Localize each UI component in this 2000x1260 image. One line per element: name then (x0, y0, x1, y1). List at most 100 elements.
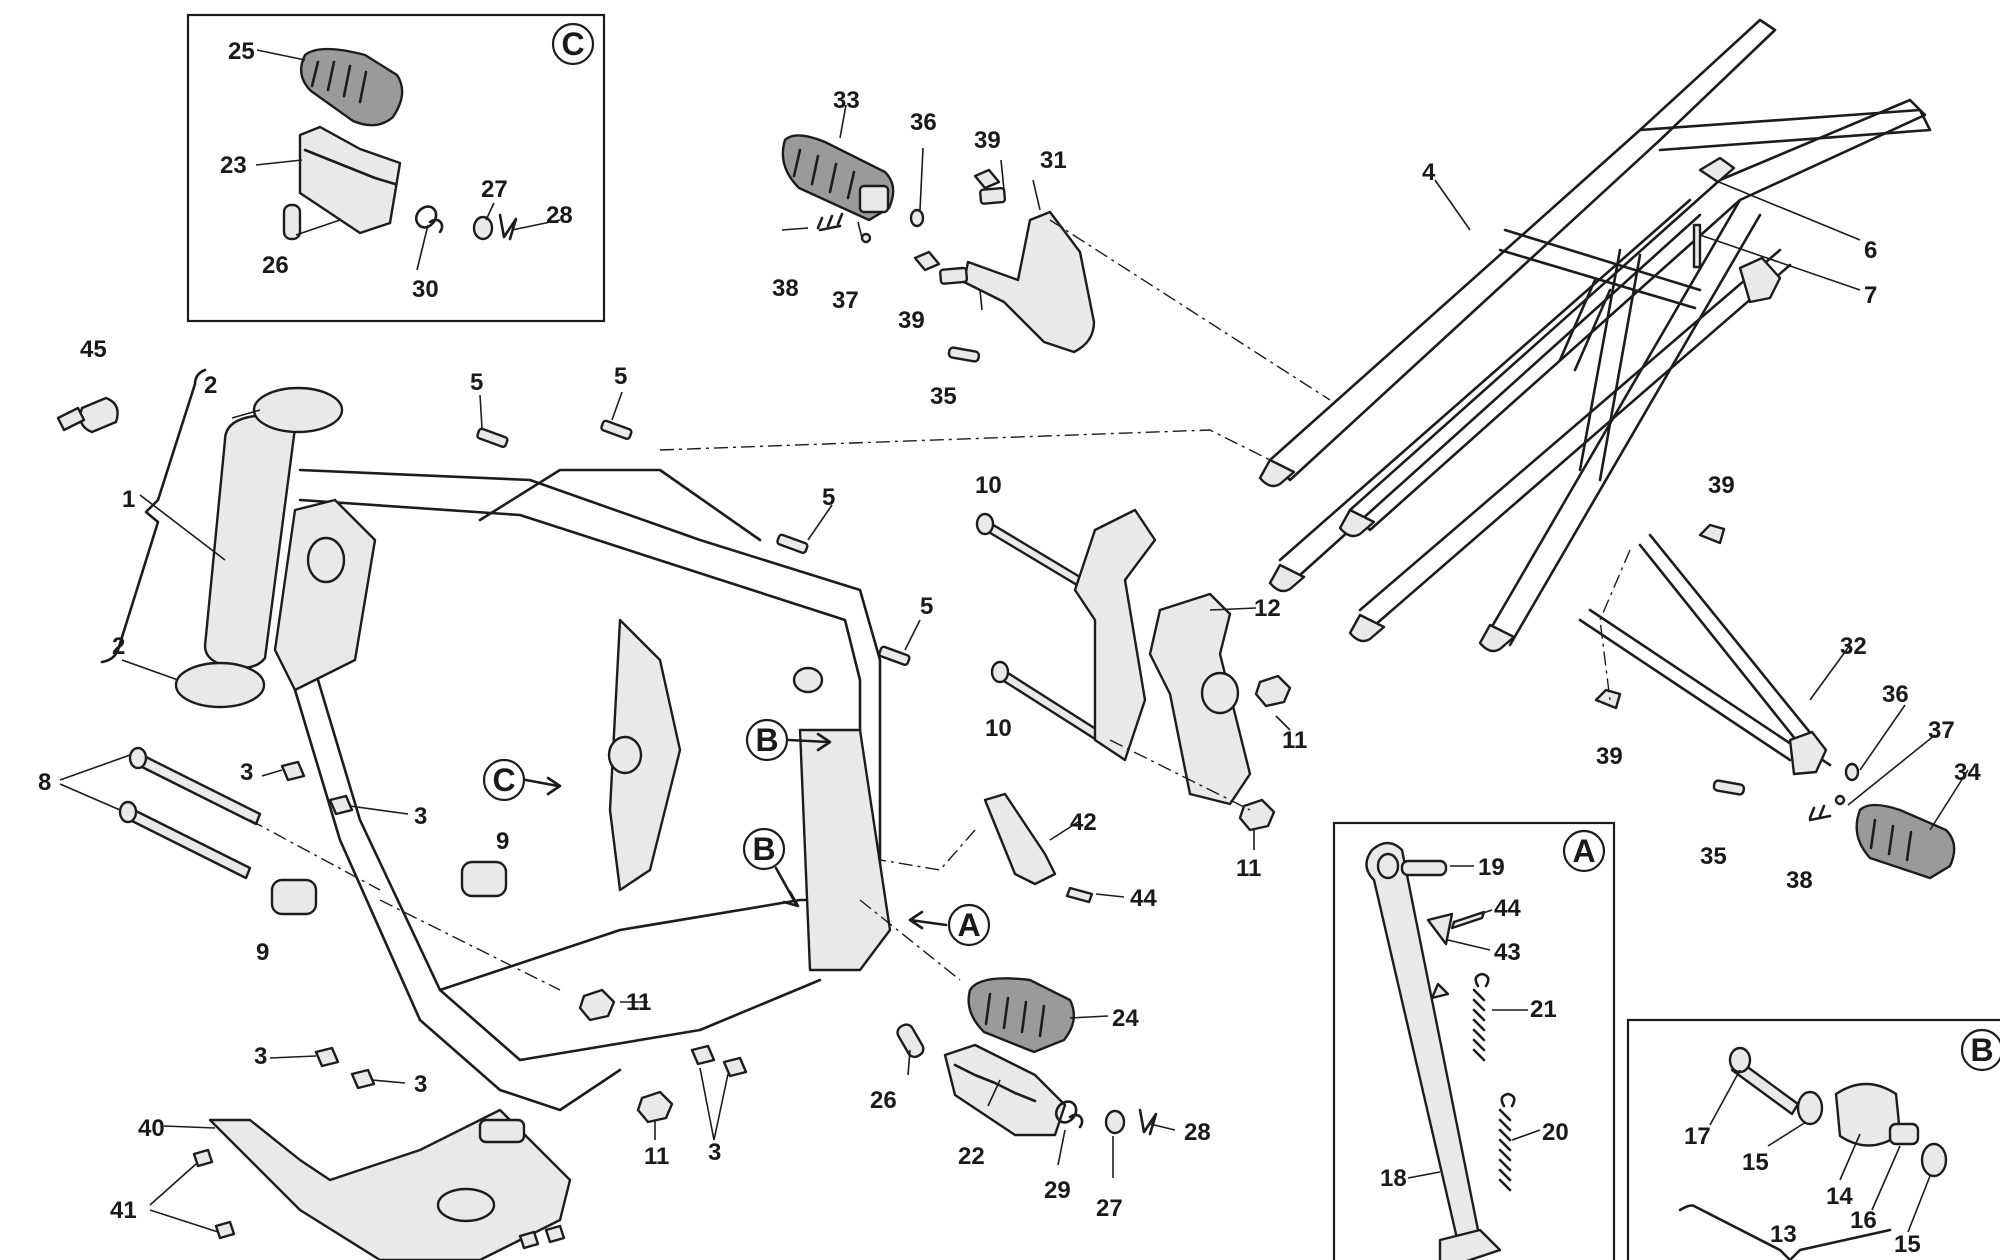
label-5c: 5 (822, 484, 835, 511)
label-14: 14 (1826, 1183, 1853, 1210)
lower-footpeg-rubber (967, 977, 1076, 1054)
footpeg-bracket-left (962, 210, 1096, 354)
sidestand-pivot-bolt (1400, 859, 1448, 877)
label-24: 24 (1112, 1005, 1139, 1032)
spacer-9a (270, 878, 318, 916)
bolt-5b (600, 419, 633, 441)
label-40: 40 (138, 1115, 165, 1142)
steering-head (203, 414, 297, 669)
label-39a: 39 (974, 127, 1001, 154)
inset-c-frame (186, 13, 606, 323)
label-25: 25 (228, 38, 255, 65)
assembly-lines (659, 219, 1631, 981)
label-5d: 5 (920, 593, 933, 620)
inset-c-label: C (561, 26, 584, 62)
label-27b: 27 (1096, 1195, 1123, 1222)
bolt-5c (776, 533, 809, 555)
nut-3c (314, 1046, 340, 1068)
sidestand-leg (1365, 841, 1484, 1260)
lower-footpeg-washer (1104, 1109, 1126, 1135)
swingarm-pivot-plate (608, 618, 682, 892)
label-19: 19 (1478, 854, 1505, 881)
label-4: 4 (1422, 159, 1436, 186)
footpeg-clip (498, 213, 518, 241)
label-39c: 39 (1708, 472, 1735, 499)
inset-a-badge (1562, 829, 1606, 873)
engine-mount-hardware: 8 9 9 3 3 3 3 3 11 11 (38, 746, 748, 1170)
footpeg-rubber (299, 47, 404, 127)
label-39d: 39 (1596, 743, 1623, 770)
label-11b: 11 (644, 1143, 669, 1170)
bolt-5d (878, 645, 911, 667)
label-35: 35 (930, 383, 957, 410)
subframe-right-rail (1348, 98, 1927, 532)
sidestand-switch (1426, 912, 1454, 946)
label-31: 31 (1040, 147, 1067, 174)
skid-bolt-41a (192, 1148, 214, 1168)
label-15b: 15 (1894, 1231, 1921, 1258)
footpeg-spring (414, 205, 444, 234)
ignition-key-cylinder (79, 396, 119, 434)
label-5b: 5 (614, 363, 627, 390)
label-15a: 15 (1742, 1149, 1769, 1176)
pivot-bushing-16 (1888, 1122, 1920, 1146)
reference-markers: C B B A (482, 718, 991, 947)
label-44a: 44 (1130, 885, 1157, 912)
right-washer (1844, 762, 1860, 782)
label-44b: 44 (1494, 895, 1521, 922)
label-9a: 9 (256, 939, 269, 966)
label-10b: 10 (985, 715, 1012, 742)
label-3a: 3 (240, 759, 253, 786)
label-6: 6 (1864, 237, 1877, 264)
label-37b: 37 (1928, 717, 1955, 744)
engine-plate-right (1148, 592, 1252, 806)
label-29: 29 (1044, 1177, 1071, 1204)
spacer-9b (460, 860, 508, 898)
nut-11a (578, 988, 616, 1022)
label-9b: 9 (496, 828, 509, 855)
label-32: 32 (1840, 633, 1867, 660)
label-26b: 26 (870, 1087, 897, 1114)
label-26: 26 (262, 252, 289, 279)
marker-c-badge (482, 758, 526, 802)
nut-3a (280, 760, 306, 782)
label-22: 22 (958, 1143, 985, 1170)
label-17: 17 (1684, 1123, 1711, 1150)
label-13: 13 (1770, 1221, 1797, 1248)
lower-footpeg-spring (1054, 1100, 1084, 1129)
label-36: 36 (910, 109, 937, 136)
left-footpeg-assembly: 33 36 37 38 31 39 39 35 (772, 87, 1096, 410)
skid-plate-body (208, 1108, 572, 1260)
inset-b-badge (1960, 1028, 2000, 1072)
nut-11d (1238, 798, 1276, 832)
bolt-10b (994, 666, 1112, 748)
nut-3e (690, 1044, 716, 1066)
label-1: 1 (122, 486, 135, 513)
label-33: 33 (833, 87, 860, 114)
bolt-10a (980, 518, 1087, 590)
label-2b: 2 (112, 633, 125, 660)
marker-b1-badge (745, 718, 789, 762)
label-23: 23 (220, 152, 247, 179)
marker-c-label: C (492, 762, 515, 798)
inset-a-frame (1332, 821, 1616, 1260)
right-footpeg (1855, 803, 1956, 880)
label-41: 41 (110, 1197, 137, 1224)
label-20: 20 (1542, 1119, 1569, 1146)
inset-b-frame (1626, 1018, 2000, 1260)
label-10a: 10 (975, 472, 1002, 499)
spring-21 (1472, 972, 1490, 1062)
label-3c: 3 (254, 1043, 267, 1070)
label-5a: 5 (470, 369, 483, 396)
nut-3d (350, 1068, 376, 1090)
spring-20 (1498, 1092, 1516, 1192)
sidestand-bracket-plate (983, 792, 1057, 886)
label-42: 42 (1070, 809, 1097, 836)
right-bracket-arm (1638, 533, 1832, 767)
main-frame: 1 2 2 5 5 5 5 45 (56, 336, 933, 1112)
label-16: 16 (1850, 1207, 1877, 1234)
subframe-pin (1692, 223, 1702, 269)
label-7: 7 (1864, 282, 1877, 309)
inset-c-badge (551, 22, 595, 66)
